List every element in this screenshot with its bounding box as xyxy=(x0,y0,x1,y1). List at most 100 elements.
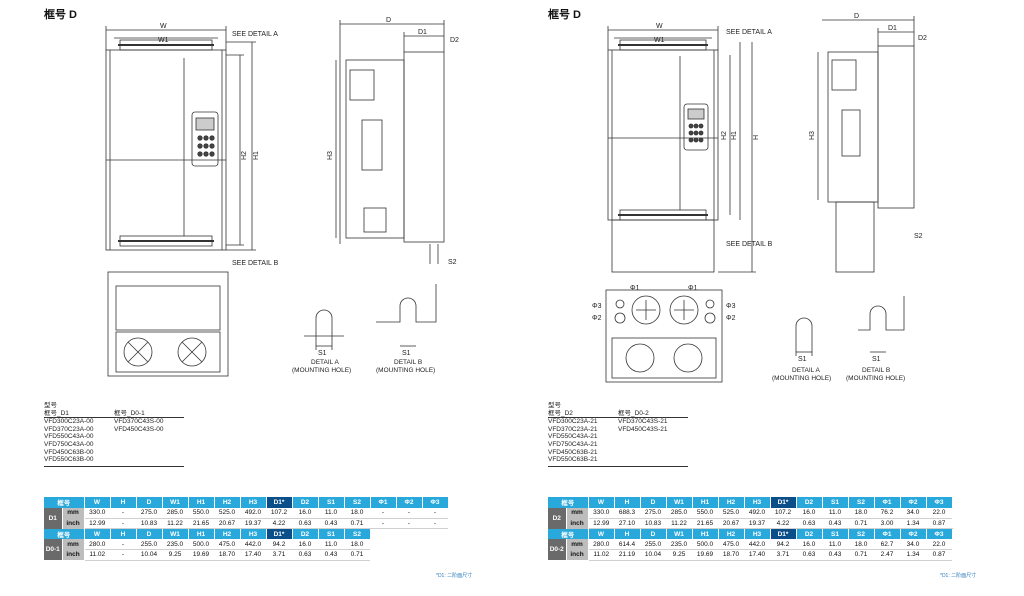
unit-cell: mm xyxy=(566,539,589,550)
th: Φ3 xyxy=(926,497,953,508)
cell: 688.3 xyxy=(614,507,640,519)
model-item: VFD550C63B-21 xyxy=(548,456,598,464)
detail-b-note: (MOUNTING HOLE) xyxy=(376,367,435,374)
label-phi2-b: Φ2 xyxy=(726,315,736,322)
keypad xyxy=(683,103,709,151)
frame-title: 框号 D xyxy=(44,9,77,21)
cell: 280.0 xyxy=(84,539,110,550)
th: D2 xyxy=(292,528,319,539)
model-item: VFD450C63B-00 xyxy=(44,448,94,456)
th: H xyxy=(614,528,641,539)
cell: 0.71 xyxy=(344,549,370,561)
th: D xyxy=(640,497,667,508)
model-list: 型号 框号_D2 框号_D0-2 VFD300C23A-21 VFD370C23… xyxy=(548,402,688,467)
cell: 1.34 xyxy=(900,518,926,529)
cell: 10.83 xyxy=(136,518,162,529)
cell: 18.0 xyxy=(344,507,370,519)
cell: 4.22 xyxy=(770,518,796,529)
th: Φ3 xyxy=(926,528,953,539)
unit-cell: inch xyxy=(62,549,85,560)
dimension-table-left: 框号 W H D W1 H1 H2 H3 D1* D2 S1 S2 Φ1 Φ2 … xyxy=(44,497,449,561)
th: Φ1 xyxy=(874,497,901,508)
th: W xyxy=(84,528,111,539)
dim-s2: S2 xyxy=(914,233,923,240)
model-item: VFD750C43A-00 xyxy=(44,440,94,448)
detail-a-note: (MOUNTING HOLE) xyxy=(772,375,831,382)
cell: 16.0 xyxy=(796,507,822,519)
cell: 17.40 xyxy=(240,549,266,561)
model-item: VFD750C43A-21 xyxy=(548,440,598,448)
th: Φ3 xyxy=(422,497,449,508)
cell: 11.0 xyxy=(318,507,344,519)
cell: 107.2 xyxy=(770,507,796,519)
cell: 255.0 xyxy=(136,539,162,550)
cell: 34.0 xyxy=(900,507,926,519)
cell: 442.0 xyxy=(744,539,770,550)
dim-h: H xyxy=(753,135,760,140)
th: W1 xyxy=(162,528,189,539)
detail-b-note: (MOUNTING HOLE) xyxy=(846,375,905,382)
label-phi3: Φ3 xyxy=(592,303,602,310)
cell: 16.0 xyxy=(292,507,318,519)
th: W xyxy=(84,497,111,508)
table-note: *D1: 二阶面尺寸 xyxy=(436,573,473,579)
dim-h1: H1 xyxy=(253,151,260,160)
model-col2-head: 框号_D0-2 xyxy=(618,409,649,417)
cell: 0.43 xyxy=(318,549,344,561)
model-item: VFD300C23A-21 xyxy=(548,418,598,426)
model-item: VFD300C23A-00 xyxy=(44,418,94,426)
unit-cell: inch xyxy=(566,518,589,529)
th: H1 xyxy=(188,497,215,508)
th: Φ1 xyxy=(370,497,397,508)
dim-w: W xyxy=(656,23,663,30)
cell: - xyxy=(396,507,422,519)
th: D1* xyxy=(770,528,797,539)
model-col1-head: 框号_D2 xyxy=(548,409,573,417)
front-view-body xyxy=(105,49,227,251)
cell: - xyxy=(110,539,136,550)
cell: 280.0 xyxy=(588,539,614,550)
dim-s1-a: S1 xyxy=(798,356,807,363)
cell: 18.70 xyxy=(718,549,744,561)
detail-b-label: DETAIL B xyxy=(394,359,422,366)
cell: 0.43 xyxy=(822,549,848,561)
cell: 0.71 xyxy=(848,549,874,561)
th: D xyxy=(136,497,163,508)
cell: 275.0 xyxy=(640,507,666,519)
cell: 550.0 xyxy=(692,507,718,519)
detail-a-note: (MOUNTING HOLE) xyxy=(292,367,351,374)
cell: 18.70 xyxy=(214,549,240,561)
cell: 11.22 xyxy=(666,518,692,529)
unit-cell: mm xyxy=(62,539,85,550)
model-col2-head: 框号_D0-1 xyxy=(114,409,145,417)
cell: 19.69 xyxy=(692,549,718,561)
th: S1 xyxy=(318,497,345,508)
model-item: VFD550C43A-21 xyxy=(548,433,598,441)
th: H xyxy=(110,497,137,508)
frame-title: 框号 D xyxy=(548,9,581,21)
cell: 492.0 xyxy=(240,507,266,519)
th: H xyxy=(110,528,137,539)
th: D xyxy=(136,528,163,539)
cell: 11.0 xyxy=(822,539,848,550)
unit-cell: mm xyxy=(62,507,85,518)
th: H1 xyxy=(188,528,215,539)
dim-d2: D2 xyxy=(918,35,927,42)
model-item: VFD370C23A-21 xyxy=(548,425,598,433)
cell: 0.63 xyxy=(796,518,822,529)
label-phi1-b: Φ1 xyxy=(688,285,698,292)
frame-d-drawing: W W1 SEE DETAIL A SEE DETAIL B H2 H1 D D… xyxy=(105,17,459,377)
cell: 0.71 xyxy=(848,518,874,529)
dim-w1: W1 xyxy=(158,37,169,44)
th: 框号 xyxy=(44,528,85,539)
cell: 10.04 xyxy=(136,549,162,561)
frame-cell: D2 xyxy=(548,507,567,529)
table-note-right: *D1: 二阶面尺寸 xyxy=(940,573,977,579)
side-view-body xyxy=(827,51,879,203)
cell: 11.0 xyxy=(822,507,848,519)
th: H2 xyxy=(214,497,241,508)
frame-cell: D0-1 xyxy=(44,539,63,560)
dim-h2: H2 xyxy=(241,151,248,160)
keypad xyxy=(191,111,219,167)
model-item: VFD450C43S-00 xyxy=(114,425,164,433)
